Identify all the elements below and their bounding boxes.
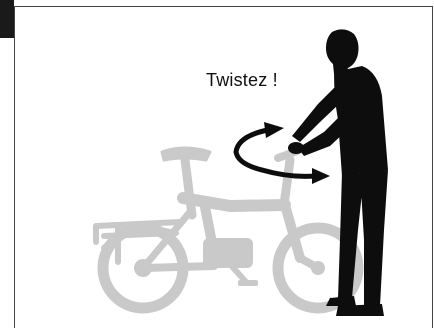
saddle bbox=[162, 148, 210, 160]
instruction-caption: Twistez ! bbox=[206, 70, 278, 91]
left-shoe bbox=[326, 296, 356, 306]
chainstay bbox=[143, 266, 214, 268]
right-leg bbox=[360, 170, 388, 306]
main-frame bbox=[183, 198, 285, 206]
upper-arrowhead bbox=[264, 122, 284, 138]
right-shoe bbox=[336, 304, 384, 316]
hand bbox=[288, 142, 304, 154]
lower-arrowhead bbox=[312, 168, 330, 184]
pedal bbox=[238, 280, 258, 286]
head bbox=[326, 29, 359, 74]
seat-post bbox=[185, 160, 192, 215]
fork bbox=[300, 258, 318, 268]
person-silhouette-icon bbox=[288, 29, 388, 316]
stem bbox=[284, 160, 290, 205]
upper-arrow-arc bbox=[236, 130, 268, 170]
